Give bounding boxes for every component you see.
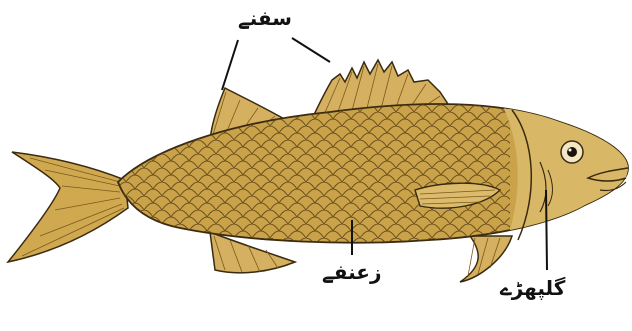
gills-leader	[546, 190, 547, 270]
fins-leader-left	[222, 40, 238, 90]
fins-label: سفنے	[238, 8, 292, 28]
scales-label: زعنفے	[322, 262, 381, 282]
gills-label: گلپھڑے	[500, 278, 565, 298]
fins-leader-right	[292, 38, 330, 62]
